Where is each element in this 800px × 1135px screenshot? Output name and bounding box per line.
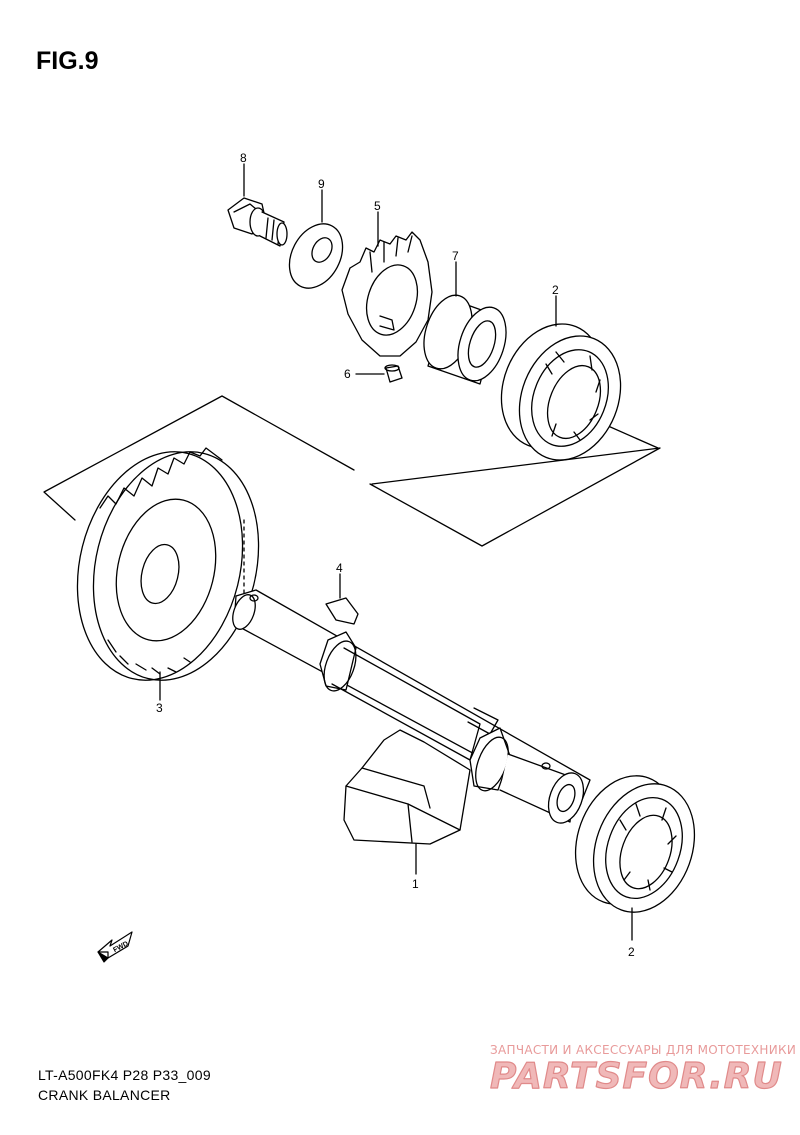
callout-2-top: 2 <box>552 283 559 297</box>
callout-4: 4 <box>336 561 343 575</box>
part-4-key <box>325 573 359 625</box>
part-5-gear <box>341 211 433 357</box>
callout-9: 9 <box>318 177 325 191</box>
part-8-bolt <box>227 163 288 247</box>
callout-6: 6 <box>344 367 351 381</box>
part-3-driven-gear <box>76 447 260 701</box>
callout-5: 5 <box>374 199 381 213</box>
figure-code: LT-A500FK4 P28 P33_009 <box>38 1067 211 1083</box>
part-6-pin <box>355 364 403 383</box>
part-7-collar <box>423 261 507 385</box>
callout-2-bottom: 2 <box>628 945 635 959</box>
part-2-bearing-lower <box>574 775 696 941</box>
part-1-balancer-shaft <box>232 589 591 875</box>
callout-1: 1 <box>412 877 419 891</box>
watermark: ЗАПЧАСТИ И АКСЕССУАРЫ ДЛЯ МОТОТЕХНИКИ PA… <box>489 1043 796 1098</box>
callout-3: 3 <box>156 701 163 715</box>
fwd-arrow-icon: FWD <box>97 931 133 963</box>
part-2-bearing-upper <box>500 295 622 461</box>
watermark-logo: PARTSFOR.RU <box>490 1056 783 1097</box>
figure-title: FIG.9 <box>36 47 99 75</box>
figure-name: CRANK BALANCER <box>38 1087 171 1103</box>
part-9-washer <box>288 189 344 289</box>
watermark-tagline: ЗАПЧАСТИ И АКСЕССУАРЫ ДЛЯ МОТОТЕХНИКИ <box>490 1043 796 1057</box>
callout-8: 8 <box>240 151 247 165</box>
callout-labels: 8 9 5 7 2 6 4 3 1 2 <box>156 151 635 959</box>
callout-7: 7 <box>452 249 459 263</box>
